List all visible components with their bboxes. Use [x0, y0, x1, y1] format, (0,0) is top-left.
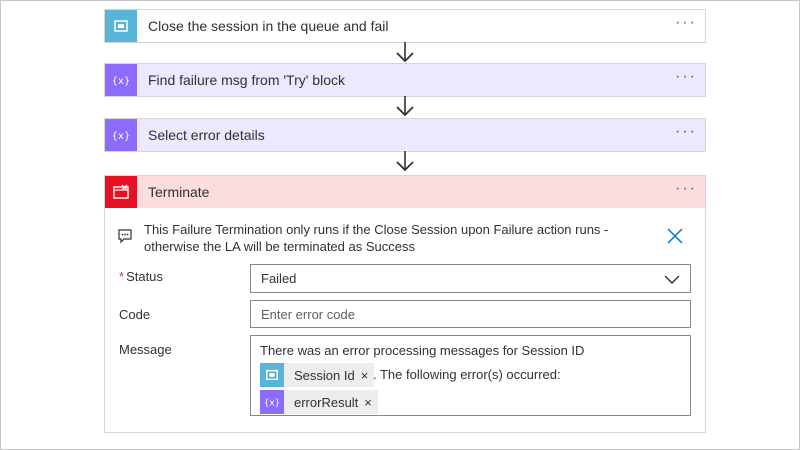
svg-text:{x}: {x}: [113, 131, 129, 142]
close-icon[interactable]: [666, 227, 684, 245]
message-input[interactable]: There was an error processing messages f…: [250, 335, 691, 416]
code-placeholder: Enter error code: [261, 307, 355, 322]
step-title: Select error details: [148, 127, 265, 143]
status-value: Failed: [261, 271, 297, 286]
message-text-continued: . The following error(s) occurred:: [373, 367, 561, 382]
step-card-close-session[interactable]: Close the session in the queue and fail …: [104, 9, 706, 43]
variable-icon: {x}: [105, 64, 137, 96]
service-bus-icon: [260, 363, 284, 387]
token-label: Session Id: [294, 367, 355, 383]
terminate-action-card: Terminate ··· This Failure Termination o…: [104, 175, 706, 433]
terminate-icon: [105, 176, 137, 208]
action-comment: This Failure Termination only runs if th…: [144, 222, 609, 254]
token-label: errorResult: [294, 394, 359, 410]
step-title: Close the session in the queue and fail: [148, 18, 389, 34]
service-bus-icon: [105, 10, 137, 42]
arrow-down-icon: [396, 42, 414, 63]
terminate-title: Terminate: [148, 184, 210, 200]
arrow-down-icon: [396, 151, 414, 172]
remove-token-icon[interactable]: ×: [360, 367, 369, 383]
chevron-down-icon: [664, 275, 680, 284]
status-label: *Status: [119, 269, 163, 284]
svg-text:{x}: {x}: [265, 399, 279, 409]
code-input[interactable]: Enter error code: [250, 300, 691, 328]
svg-text:{x}: {x}: [113, 76, 129, 87]
required-mark: *: [119, 269, 125, 284]
more-options-icon[interactable]: ···: [675, 14, 697, 31]
step-card-find-failure-msg[interactable]: {x} Find failure msg from 'Try' block ··…: [104, 63, 706, 97]
step-card-select-error-details[interactable]: {x} Select error details ···: [104, 118, 706, 152]
more-options-icon[interactable]: ···: [675, 180, 697, 197]
step-title: Find failure msg from 'Try' block: [148, 72, 345, 88]
variable-icon: {x}: [260, 390, 284, 414]
dynamic-token-error-result[interactable]: {x} errorResult ×: [260, 390, 378, 414]
remove-token-icon[interactable]: ×: [364, 394, 372, 410]
dynamic-token-session-id[interactable]: Session Id ×: [260, 363, 375, 387]
message-text-line1: There was an error processing messages f…: [260, 343, 585, 358]
arrow-down-icon: [396, 96, 414, 117]
terminate-header[interactable]: Terminate ···: [105, 176, 705, 208]
code-label: Code: [119, 307, 151, 322]
variable-icon: {x}: [105, 119, 137, 151]
message-label: Message: [119, 342, 172, 357]
more-options-icon[interactable]: ···: [675, 68, 697, 85]
more-options-icon[interactable]: ···: [675, 123, 697, 140]
comment-icon: [118, 229, 132, 244]
status-label-text: Status: [126, 269, 163, 284]
status-select[interactable]: Failed: [250, 264, 691, 293]
